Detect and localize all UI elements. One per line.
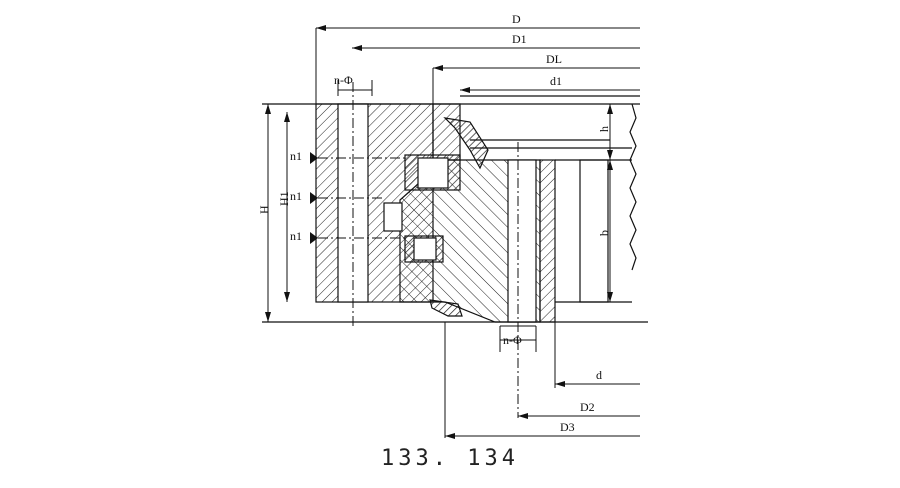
dim-label-n-phi-top: n-Φ — [334, 73, 353, 87]
dim-label-n1-top: n1 — [290, 149, 302, 163]
dim-label-D: D — [512, 12, 521, 26]
seals — [429, 117, 489, 317]
dim-label-h: h — [597, 126, 611, 132]
arrowheads — [265, 25, 613, 439]
dim-label-D3: D3 — [560, 420, 575, 434]
bolt-centerlines — [318, 82, 519, 418]
gear-teeth — [555, 103, 637, 303]
model-number-caption: 133. 134 — [381, 446, 519, 471]
top-bottom-outline — [262, 95, 648, 323]
dim-label-DL: DL — [546, 52, 562, 66]
dim-label-D1: D1 — [512, 32, 527, 46]
dim-label-d: d — [596, 368, 602, 382]
dim-label-H1: H1 — [277, 191, 291, 206]
dim-label-d1: d1 — [550, 74, 562, 88]
dim-label-D2: D2 — [580, 400, 595, 414]
dim-label-n1-mid: n1 — [290, 189, 302, 203]
roller-elements — [383, 154, 461, 263]
dim-label-n1-bot: n1 — [290, 229, 302, 243]
dim-label-n-phi-bottom: n-Φ — [503, 333, 522, 347]
dimension-lines — [267, 27, 640, 438]
dim-label-b: b — [597, 230, 611, 236]
dim-label-H: H — [257, 205, 271, 214]
